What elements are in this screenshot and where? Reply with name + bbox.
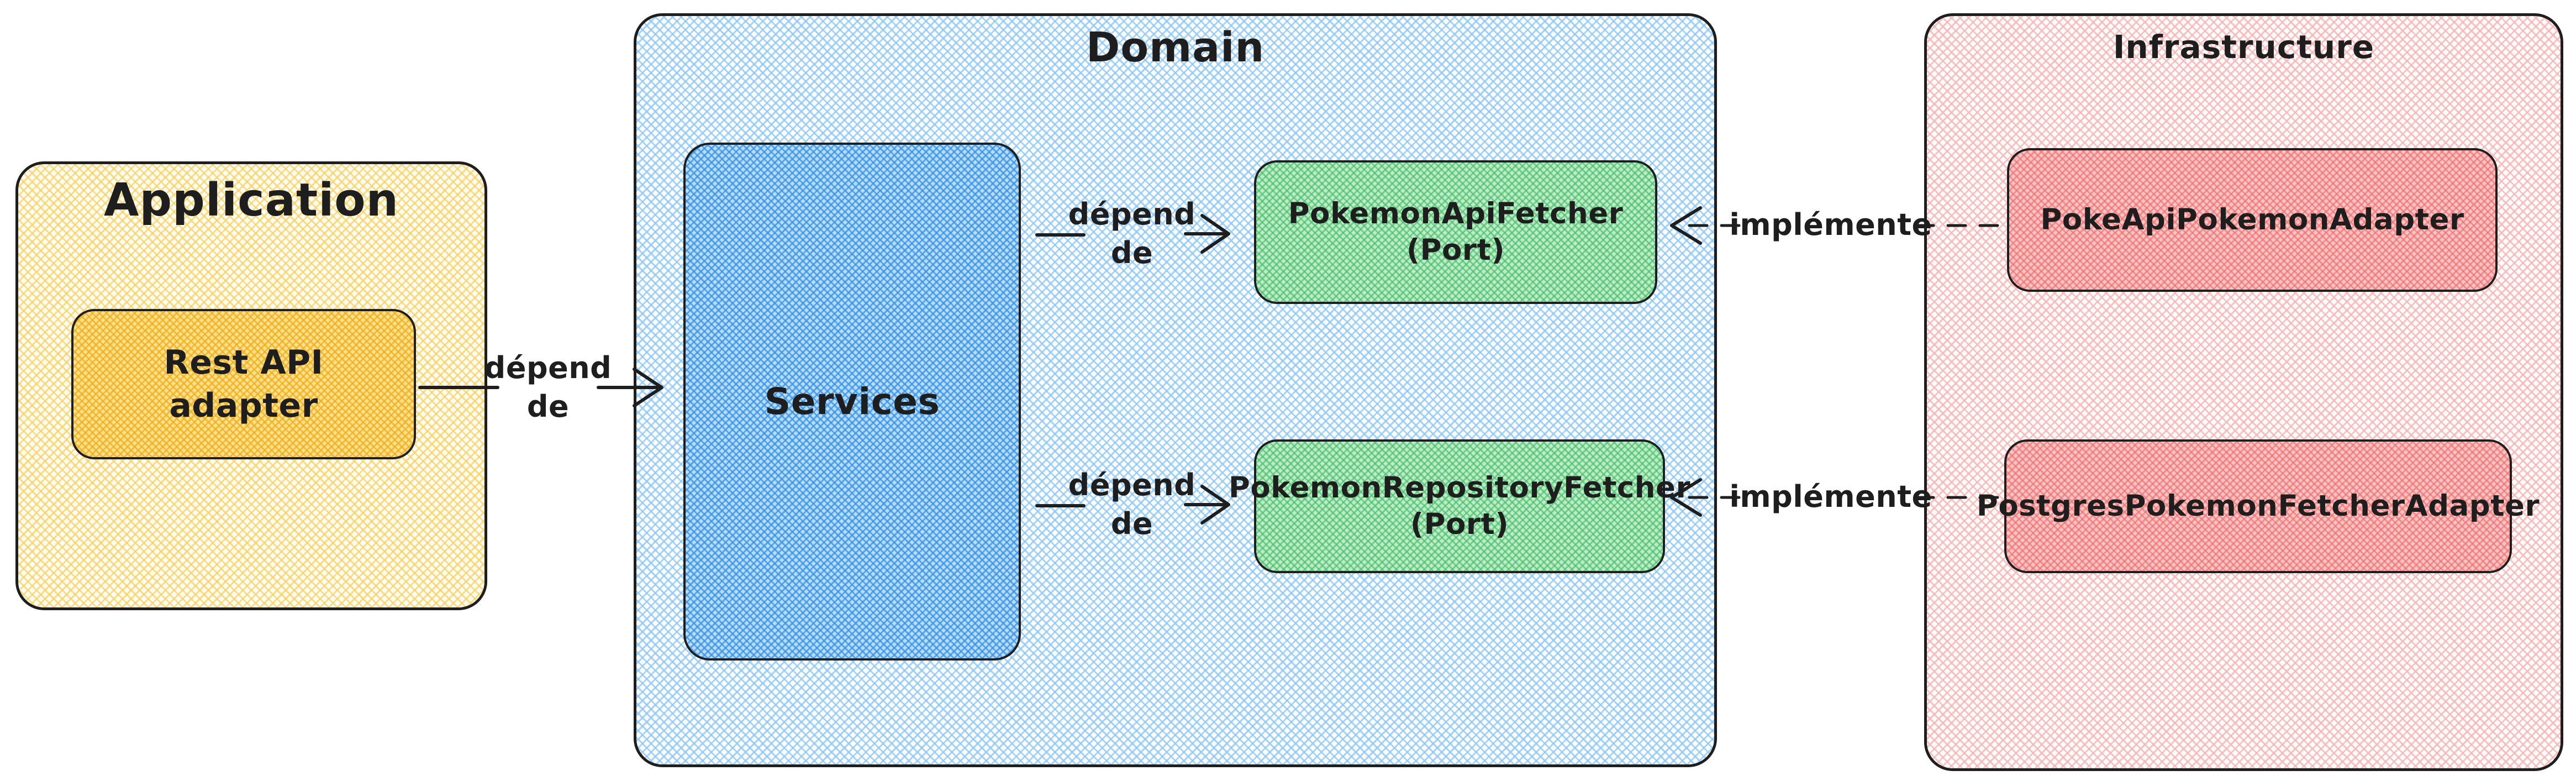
services-label: Services (764, 380, 940, 423)
pokemon-repository-fetcher-port-label: PokemonRepositoryFetcher (Port) (1228, 470, 1691, 541)
application-container: Application Rest API adapter (15, 161, 487, 610)
infrastructure-title: Infrastructure (2113, 28, 2375, 66)
depend-de-label-1: dépend de (484, 350, 612, 424)
domain-title: Domain (1086, 24, 1265, 71)
pokemon-api-fetcher-port-label: PokemonApiFetcher (Port) (1288, 196, 1624, 267)
rest-api-adapter-node: Rest API adapter (71, 309, 416, 459)
poke-api-pokemon-adapter-label: PokeApiPokemonAdapter (2040, 202, 2464, 237)
services-node: Services (683, 143, 1021, 661)
implemente-label-1: implémente (1729, 207, 1932, 242)
poke-api-pokemon-adapter-node: PokeApiPokemonAdapter (2007, 148, 2498, 292)
pokemon-api-fetcher-port-node: PokemonApiFetcher (Port) (1254, 160, 1657, 304)
implemente-label-2: implémente (1729, 479, 1932, 514)
infrastructure-container: Infrastructure PokeApiPokemonAdapter Pos… (1924, 13, 2563, 771)
domain-container: Domain Services PokemonApiFetcher (Port)… (634, 13, 1717, 767)
postgres-pokemon-fetcher-adapter-label: PostgresPokemonFetcherAdapter (1976, 489, 2540, 523)
depend-de-label-2: dépend de (1068, 196, 1196, 270)
application-title: Application (103, 174, 399, 227)
postgres-pokemon-fetcher-adapter-node: PostgresPokemonFetcherAdapter (1977, 439, 2540, 573)
rest-api-adapter-label: Rest API adapter (164, 343, 324, 425)
pokemon-repository-fetcher-port-node: PokemonRepositoryFetcher (Port) (1229, 439, 1690, 573)
depend-de-label-3: dépend de (1068, 467, 1196, 541)
